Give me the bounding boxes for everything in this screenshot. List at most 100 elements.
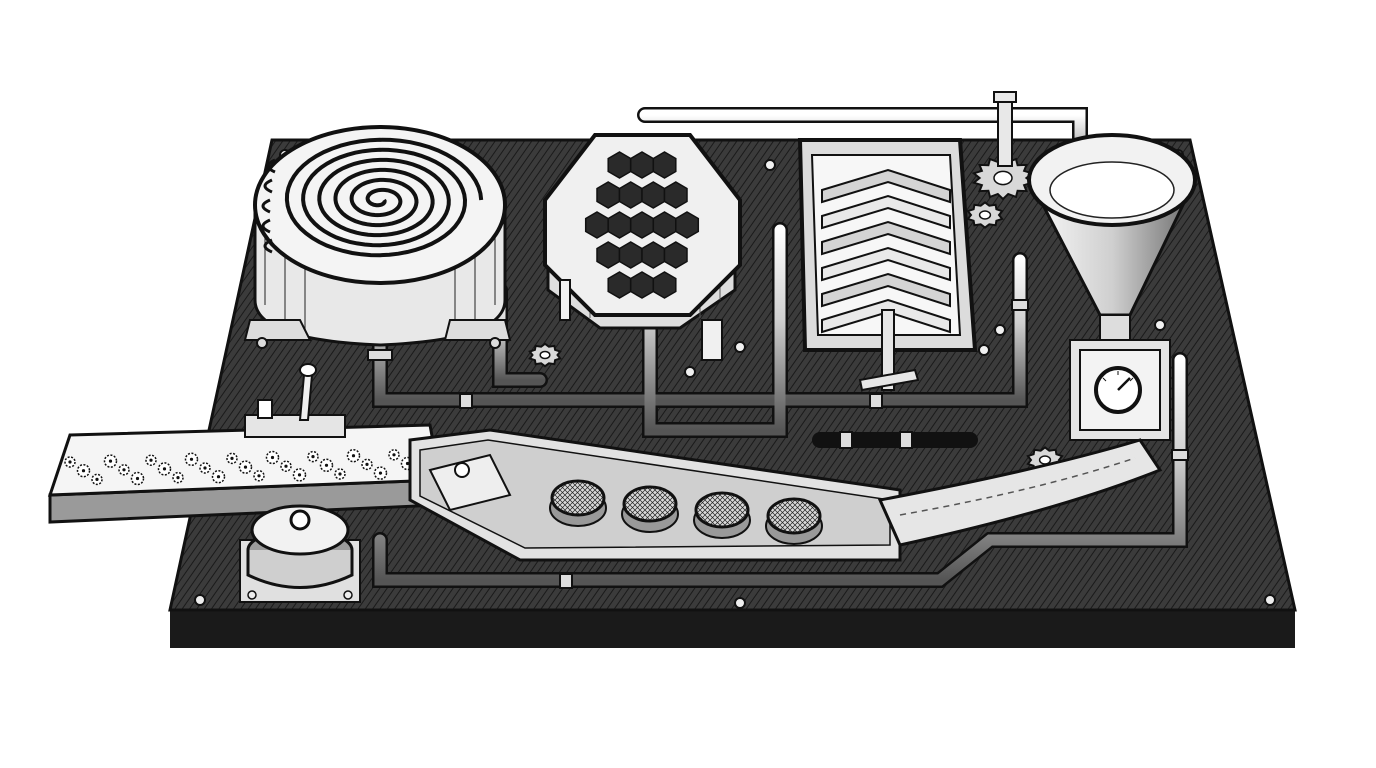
sieve [549,479,607,527]
honeycomb-cell [663,241,688,269]
gear-pellets [64,447,442,486]
gear-pellet [334,468,346,480]
pellet-hole [122,468,126,472]
pellet-hole [284,464,288,468]
pellet-hole [149,458,153,462]
gear-pellet [238,460,253,474]
honeycomb-cell [607,211,632,239]
pellet-hole [230,456,234,460]
pellet-hole [81,469,86,473]
pellet-hole [108,459,113,463]
gear-hub [539,350,551,360]
honeycomb-cell [629,151,655,179]
pellet-hole [162,467,167,471]
hexagonal-honeycomb-filter [543,133,742,330]
gear [966,201,1004,229]
gear-pellet [118,464,130,476]
lever-handle [244,363,346,438]
honeycomb-cell [584,211,609,239]
pellet-hole [135,476,140,481]
gear-train [528,155,1064,474]
sieve-mesh [550,479,606,517]
gear-shaft [993,91,1017,167]
pellet-hole [378,471,383,475]
honeycomb-cell [641,241,666,269]
pressure-gauge [1094,366,1142,414]
honeycomb-cell [596,241,621,269]
gear [971,155,1035,201]
chevron-baffle [821,272,951,308]
pellet-hole [311,455,315,459]
pulley-wheel [239,504,361,603]
spiral-coil-tank [243,125,512,349]
trough-hinge-block [428,453,512,512]
chute-with-gear-pellets [47,423,442,524]
pellet-hole [257,474,261,478]
gear-hub [978,210,992,220]
honeycomb-cell [641,181,666,209]
gear-pellet [172,471,184,484]
pellet-hole [297,473,302,477]
gear-pellet [307,450,319,463]
gear-pellet [346,448,361,463]
honeycomb-cell [629,211,655,239]
sieve [765,497,823,545]
funnel-hopper-with-gauge [1027,133,1198,441]
sieve-mesh [694,491,750,529]
gear-pellet [253,470,265,482]
sieve [621,485,679,533]
gear-pellet [319,458,334,473]
gear-pellet [103,454,118,468]
gear-hub [993,170,1013,186]
coil-side-rings [261,158,276,254]
honeycomb-cell [618,241,643,269]
honeycomb-cell [629,271,655,299]
hopper-bracket [1069,339,1171,441]
pellet-hole [216,475,221,479]
coil-mounting-feet [243,319,512,349]
gear-pellet [292,468,307,482]
honeycomb-cell [618,181,643,209]
honeycomb-cell [607,151,632,179]
gear-pellet [265,450,280,465]
pellet-hole [338,472,342,476]
honeycomb-cell [652,271,677,299]
gear-pellet [226,452,238,465]
gear-pellet [361,458,373,471]
sieve-trough [408,428,902,562]
gear-pellet [64,456,76,468]
pellet-hole [270,455,275,460]
chevron-baffle [821,298,951,334]
pellet-hole [203,466,207,470]
honeycomb-cells [584,151,700,299]
pellet-hole [324,463,329,467]
sieve-mesh [622,485,678,523]
honeycomb-cell [652,211,677,239]
gear-pellet [184,452,199,467]
sieve-screens [549,479,823,545]
gear-pellet [388,449,400,461]
baffle-valve [858,309,920,392]
pellet-hole [95,477,99,481]
base-plate-edge [170,610,1295,648]
pellet-hole [68,460,72,464]
honeycomb-cell [652,151,677,179]
chevron-baffle-box [797,138,978,392]
pellet-hole [392,453,396,457]
chevron-baffle [821,220,951,256]
chevron-baffle [821,168,951,204]
honeycomb-cell [663,181,688,209]
chevron-baffle [821,194,951,230]
gear-pellet [199,462,211,474]
chevron-baffles [821,168,951,334]
spiral-coil [284,137,484,258]
gear-pellet [211,469,226,484]
valve-fittings [559,159,1166,378]
pipe-network [367,107,1189,589]
gear [528,342,562,368]
curved-conveyor-outlet [877,438,1163,547]
gear-hub [1038,455,1052,465]
sieve [693,491,751,539]
